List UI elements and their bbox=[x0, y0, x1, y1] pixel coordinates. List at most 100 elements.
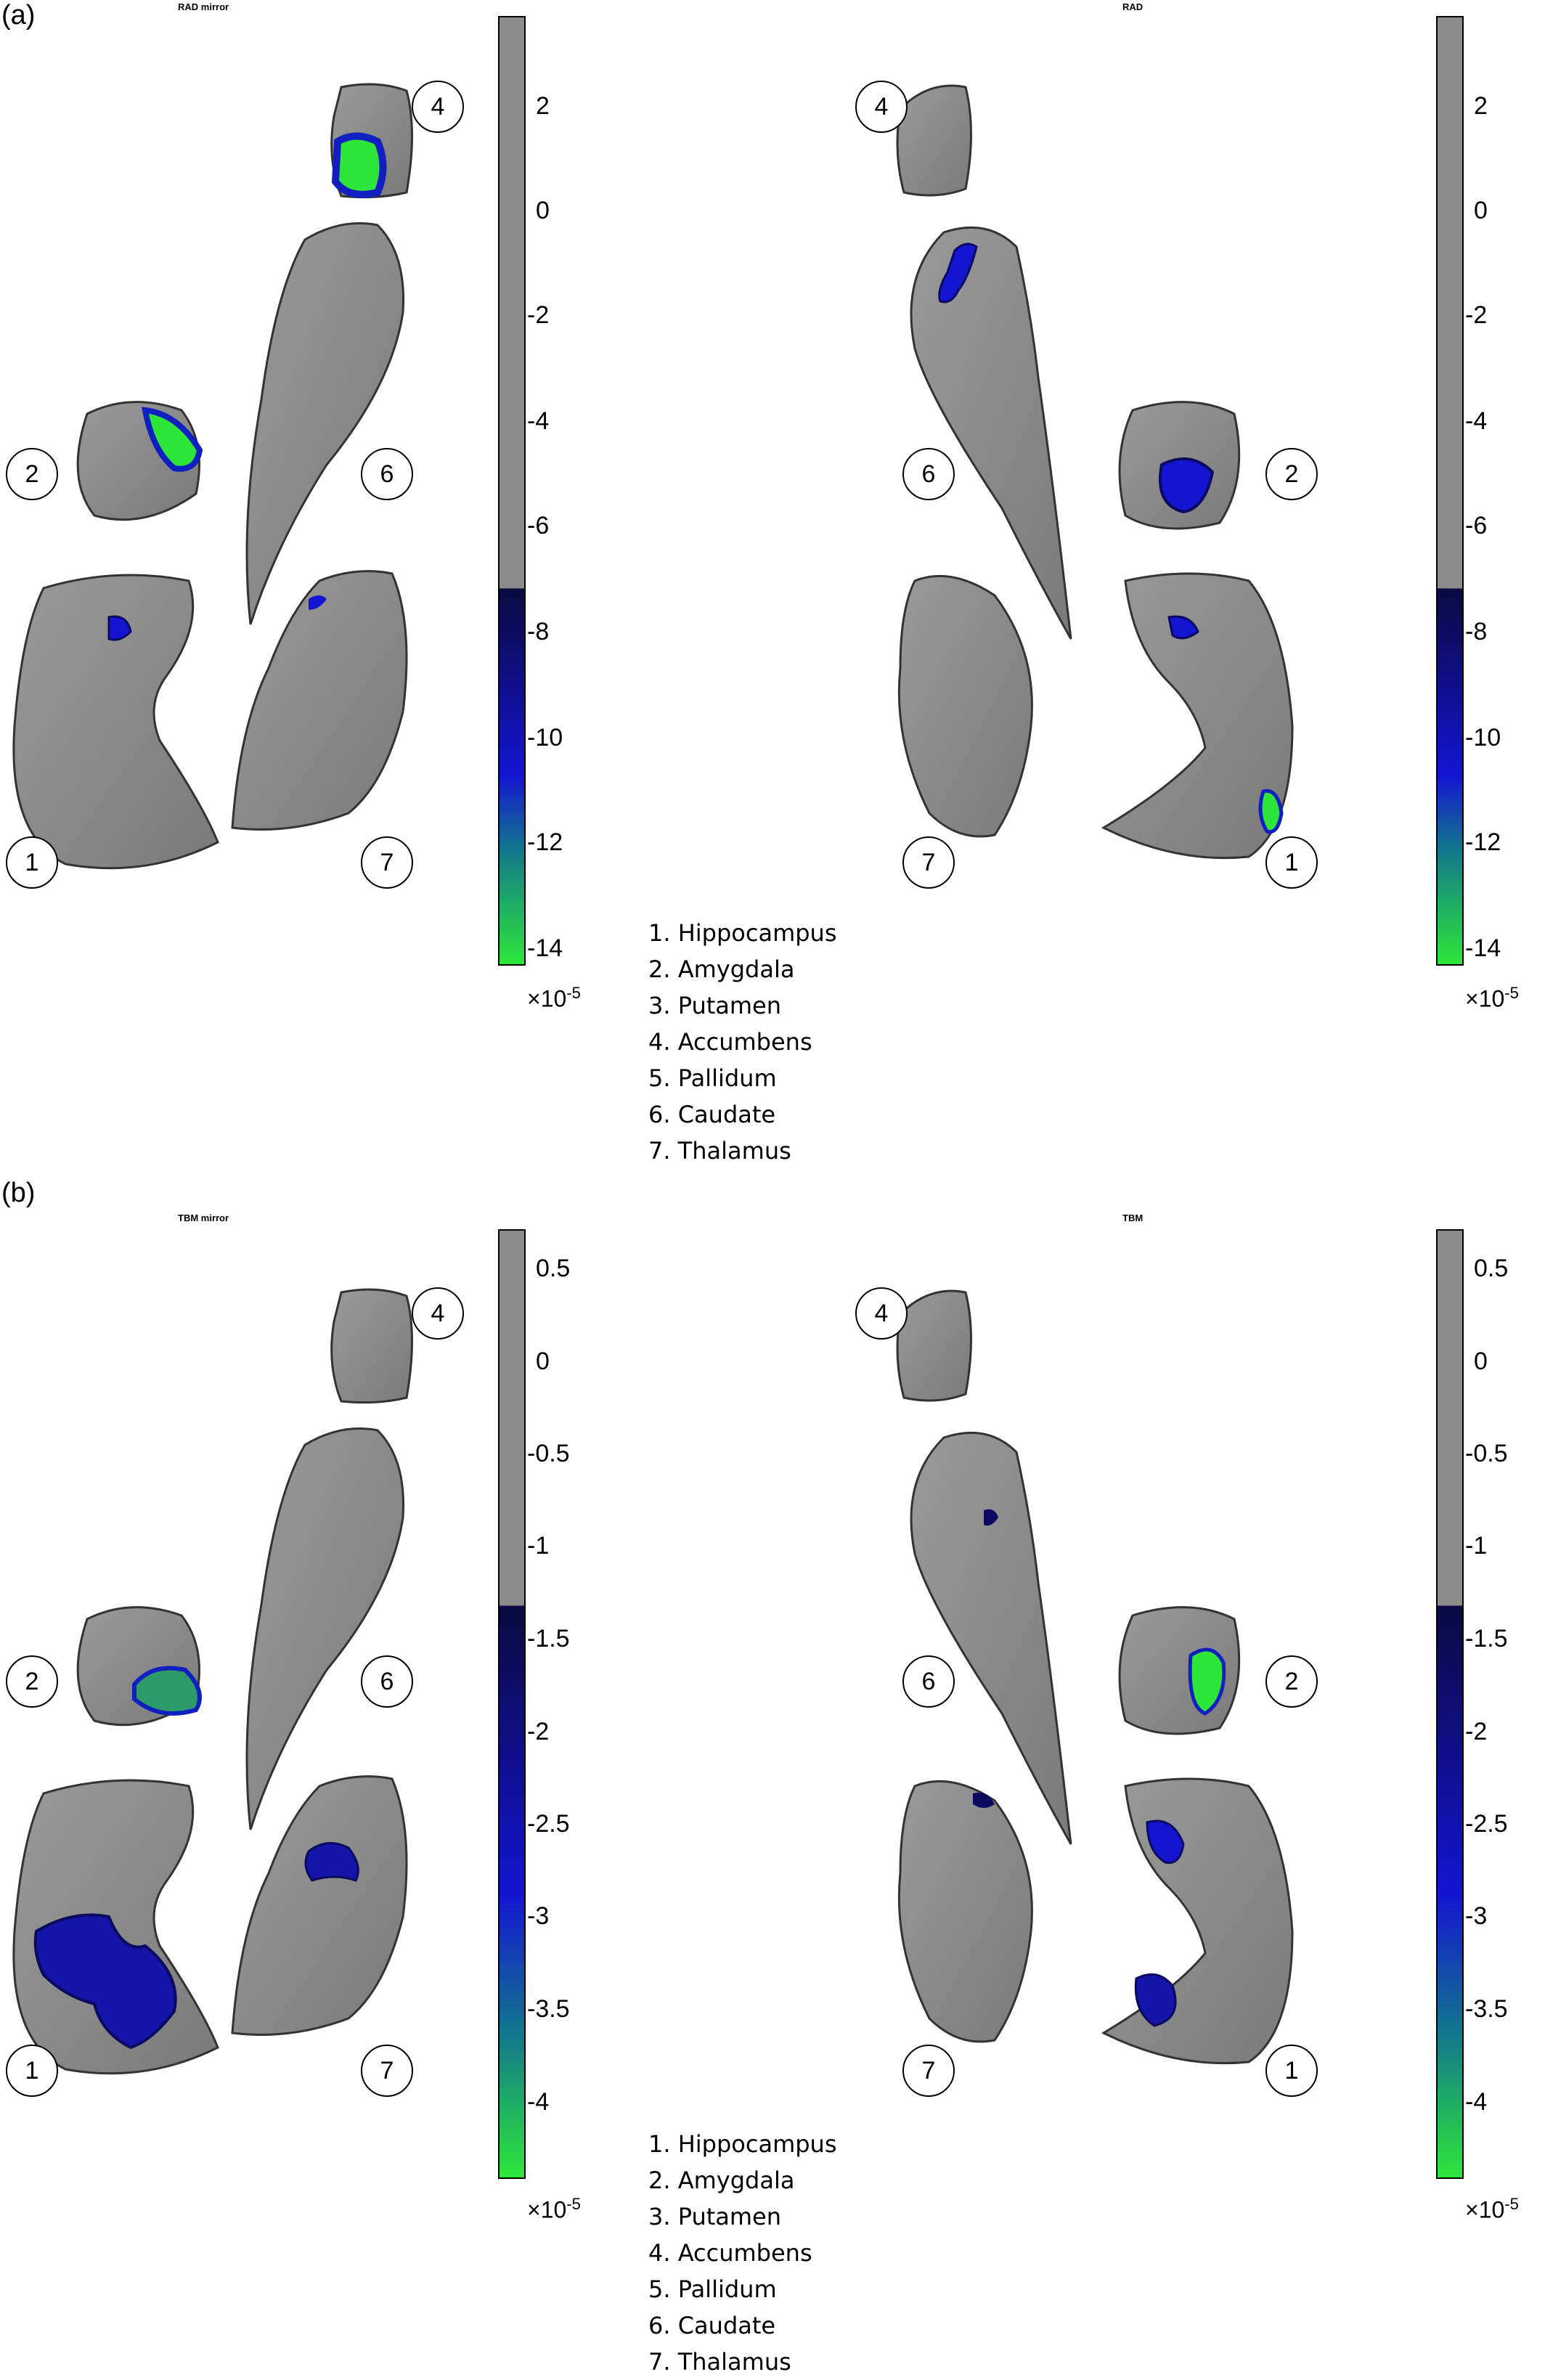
hippocampus-blob bbox=[33, 1913, 177, 2050]
amygdala-blob bbox=[1188, 1647, 1226, 1716]
legend-item: 2. Amygdala bbox=[648, 955, 795, 983]
colorbar-tick: -2.5 bbox=[527, 1810, 570, 1838]
accumbens-blob bbox=[331, 132, 387, 198]
colorbar-tick: -1 bbox=[527, 1532, 550, 1560]
caudate-shape bbox=[245, 1427, 405, 1830]
hippocampus-blob bbox=[1167, 615, 1199, 640]
colorbar-right-b bbox=[1436, 1229, 1464, 2179]
colorbar-tick: -1.5 bbox=[1465, 1625, 1508, 1652]
amygdala-blob bbox=[142, 407, 203, 472]
right-title-a: RAD bbox=[1122, 1, 1144, 12]
legend-b: 1. Hippocampus 2. Amygdala 3. Putamen 4.… bbox=[648, 2126, 837, 2380]
colorbar-tick: -2 bbox=[1465, 1718, 1488, 1745]
brain-structures-right-b bbox=[896, 1289, 1294, 2065]
structure-number-1: 1 bbox=[6, 836, 58, 889]
caudate-shape bbox=[910, 1431, 1072, 1845]
colorbar-tick: 0 bbox=[536, 1348, 550, 1375]
caudate-shape bbox=[910, 226, 1072, 640]
thalamus-shape bbox=[897, 574, 1033, 838]
colorbar-tick: 0 bbox=[536, 197, 550, 224]
hippocampus-blob bbox=[1146, 1819, 1185, 1865]
legend-item: 6. Caudate bbox=[648, 1101, 776, 1128]
left-title-a: RAD mirror bbox=[178, 1, 229, 12]
colorbar-tick: -4 bbox=[1465, 407, 1488, 435]
structure-number-4: 4 bbox=[412, 81, 464, 133]
colorbar-tick: 2 bbox=[536, 92, 550, 120]
colorbar-tick: -3.5 bbox=[527, 1995, 570, 2023]
colorbar-tick: -2 bbox=[527, 1718, 550, 1745]
colorbar-tick: -12 bbox=[527, 828, 563, 856]
accumbens-shape bbox=[896, 1289, 972, 1402]
structure-number-6: 6 bbox=[361, 448, 413, 500]
colorbar-exponent: ×10-5 bbox=[527, 2195, 581, 2223]
thalamus-shape bbox=[897, 1780, 1033, 2043]
caudate-shape bbox=[245, 222, 405, 625]
colorbar-tick: -3 bbox=[527, 1902, 550, 1930]
structure-number-6: 6 bbox=[902, 448, 955, 500]
legend-item: 5. Pallidum bbox=[648, 1064, 777, 1092]
structure-number-1: 1 bbox=[6, 2045, 58, 2097]
structure-number-7: 7 bbox=[361, 2045, 413, 2097]
colorbar-tick: 0.5 bbox=[536, 1255, 571, 1282]
colorbar-right-a bbox=[1436, 16, 1464, 966]
structure-number-4: 4 bbox=[855, 81, 908, 133]
colorbar-tick: 0 bbox=[1474, 1348, 1488, 1375]
colorbar-tick: -12 bbox=[1465, 828, 1501, 856]
colorbar-tick: -4 bbox=[1465, 2088, 1488, 2116]
structure-number-6: 6 bbox=[902, 1655, 955, 1708]
legend-item: 7. Thalamus bbox=[648, 1137, 791, 1165]
legend-item: 3. Putamen bbox=[648, 2203, 782, 2230]
hippocampus-blob bbox=[1258, 788, 1284, 834]
caudate-blob bbox=[984, 1509, 998, 1526]
colorbar-tick: -10 bbox=[527, 724, 563, 751]
colorbar-tick: -14 bbox=[527, 934, 563, 962]
thalamus-blob bbox=[304, 1842, 359, 1882]
caudate-blob bbox=[938, 243, 978, 303]
panel-label-b: (b) bbox=[1, 1178, 36, 1208]
thalamus-shape bbox=[231, 1775, 408, 2036]
brain-structures-left-a bbox=[12, 83, 413, 870]
colorbar-tick: -4 bbox=[527, 407, 550, 435]
hippocampus-blob bbox=[1134, 1973, 1177, 2027]
colorbar-tick: -1.5 bbox=[527, 1625, 570, 1652]
structure-number-2: 2 bbox=[1265, 1655, 1318, 1708]
legend-item: 1. Hippocampus bbox=[648, 919, 837, 947]
colorbar-tick: -14 bbox=[1465, 934, 1501, 962]
accumbens-shape bbox=[896, 84, 972, 197]
hippocampus-blob bbox=[107, 615, 132, 641]
amygdala-blob bbox=[1159, 457, 1215, 514]
structure-number-4: 4 bbox=[412, 1287, 464, 1340]
hippocampus-shape bbox=[1101, 1777, 1294, 2065]
colorbar-tick: -8 bbox=[1465, 618, 1488, 645]
legend-item: 4. Accumbens bbox=[648, 2239, 812, 2267]
colorbar-tick: -4 bbox=[527, 2088, 550, 2116]
colorbar-exponent: ×10-5 bbox=[527, 984, 581, 1012]
colorbar-tick: -2.5 bbox=[1465, 1810, 1508, 1838]
colorbar-tick: -3.5 bbox=[1465, 1995, 1508, 2023]
colorbar-tick: 0.5 bbox=[1474, 1255, 1509, 1282]
legend-item: 3. Putamen bbox=[648, 992, 782, 1019]
legend-item: 5. Pallidum bbox=[648, 2275, 777, 2303]
colorbar-tick: -0.5 bbox=[1465, 1440, 1508, 1467]
colorbar-exponent: ×10-5 bbox=[1465, 984, 1519, 1012]
colorbar-tick: -6 bbox=[527, 512, 550, 539]
colorbar-tick: -10 bbox=[1465, 724, 1501, 751]
colorbar-tick: -2 bbox=[1465, 301, 1488, 329]
thalamus-blob bbox=[309, 595, 327, 610]
colorbar-tick: 0 bbox=[1474, 197, 1488, 224]
structure-number-7: 7 bbox=[902, 836, 955, 889]
structure-number-4: 4 bbox=[855, 1287, 908, 1340]
brain-structures-right-a bbox=[896, 84, 1294, 860]
hippocampus-shape bbox=[1101, 572, 1294, 860]
accumbens-shape bbox=[330, 1288, 413, 1404]
structure-number-7: 7 bbox=[902, 2045, 955, 2097]
colorbar-tick: -3 bbox=[1465, 1902, 1488, 1930]
legend-a: 1. Hippocampus 2. Amygdala 3. Putamen 4.… bbox=[648, 915, 837, 1169]
right-title-b: TBM bbox=[1122, 1213, 1144, 1223]
legend-item: 2. Amygdala bbox=[648, 2167, 795, 2194]
structure-number-2: 2 bbox=[6, 448, 58, 500]
structure-number-2: 2 bbox=[1265, 448, 1318, 500]
structure-number-7: 7 bbox=[361, 836, 413, 889]
structure-number-1: 1 bbox=[1265, 836, 1318, 889]
amygdala-blob bbox=[132, 1666, 202, 1716]
